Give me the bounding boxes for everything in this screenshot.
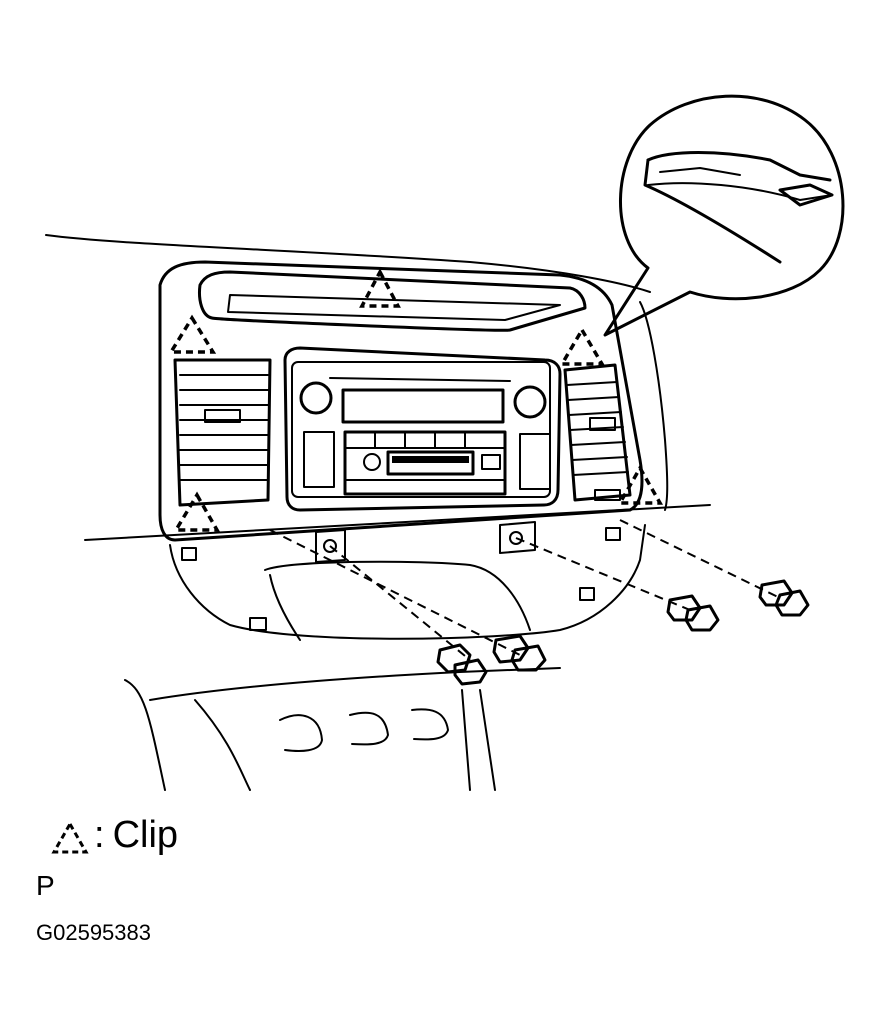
dashboard-top-edge — [45, 234, 651, 293]
clip-marker-lower-left — [172, 491, 221, 532]
radio-display — [341, 388, 505, 424]
lower-console — [124, 521, 646, 791]
dashboard-lower-edge — [84, 504, 711, 541]
bolt-3 — [666, 594, 720, 632]
figure-id: G02595383 — [36, 920, 151, 945]
bolt-guide-lines — [269, 519, 781, 661]
bolt-2 — [492, 634, 547, 672]
legend-separator: : — [94, 814, 105, 856]
head-unit — [283, 346, 562, 512]
cassette-slot — [386, 450, 475, 476]
right-air-vent — [563, 363, 632, 502]
legend: : Clip — [50, 814, 178, 857]
right-bracket — [499, 521, 536, 554]
display-slot — [198, 270, 587, 332]
right-button-block — [519, 433, 551, 490]
climate-panel — [343, 430, 507, 496]
left-button-block — [303, 431, 335, 488]
view-code: P — [36, 870, 55, 901]
cluster-panel-outline — [158, 260, 644, 542]
clip-detail-callout — [603, 94, 845, 337]
legend-label: Clip — [112, 814, 179, 856]
display-slot-inner — [227, 294, 561, 321]
clip-marker-lower-right — [616, 464, 664, 505]
bolt-4 — [758, 579, 810, 617]
clip-marker-upper-right — [558, 326, 606, 366]
bolt-1 — [436, 643, 488, 686]
left-knob — [299, 381, 333, 415]
dashboard-right-edge — [639, 301, 669, 511]
dashed-triangle-icon — [51, 820, 89, 853]
right-knob — [513, 385, 547, 419]
clip-marker-upper-left — [167, 314, 217, 354]
left-air-vent — [173, 358, 272, 507]
